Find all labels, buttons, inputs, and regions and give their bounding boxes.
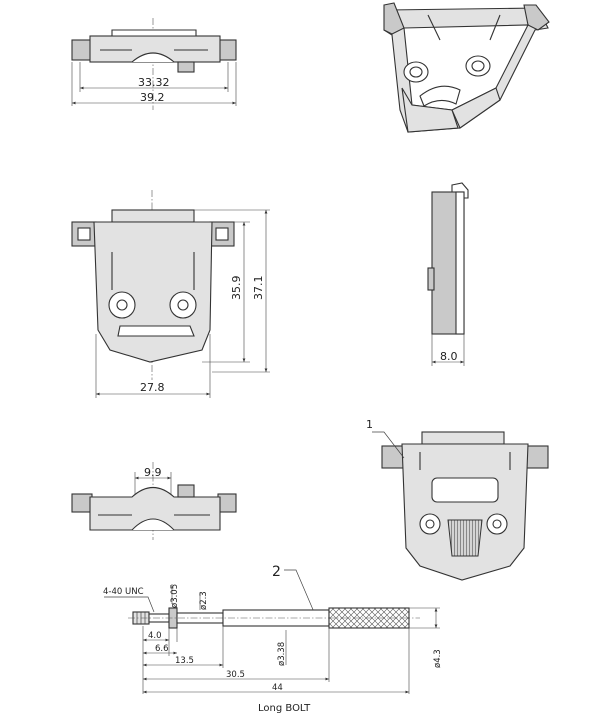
bolt-len-thread: 4.0: [148, 631, 162, 641]
bolt-len-overall: 44: [272, 683, 283, 693]
front-view: 35.9 37.1 27.8: [71, 190, 270, 398]
bolt-caption: Long BOLT: [258, 703, 311, 714]
bolt-dia-neck: ø2.3: [199, 591, 209, 610]
bolt-thread-label: 4-40 UNC: [103, 587, 144, 597]
bolt-dia-grip: ø4.3: [433, 649, 443, 668]
bolt-part-label: 2: [272, 564, 281, 580]
bolt-dia-collar: ø3.05: [170, 584, 180, 608]
front-dim-height-inner: 35.9: [230, 276, 243, 301]
side-view: 8.0: [427, 182, 469, 366]
assembly-part-label: 1: [366, 418, 373, 431]
side-dim-depth: 8.0: [440, 350, 458, 363]
bolt-len-shank: 30.5: [226, 670, 245, 680]
front-dim-width: 27.8: [140, 381, 165, 394]
bottom-dim-slot-width: 9.9: [144, 466, 162, 479]
top-dim-overall-width: 39.2: [140, 91, 165, 104]
bolt-view: 2 4-40 UNC ø3.05 ø2.3 ø3.38 ø4.3: [103, 564, 443, 714]
bolt-len-collar: 6.6: [155, 644, 169, 654]
top-view: 33.32 39.2: [71, 18, 237, 110]
front-dim-height-overall: 37.1: [252, 276, 265, 301]
isometric-view: [383, 2, 550, 133]
bottom-view: 9.9: [71, 462, 237, 540]
bolt-len-neck: 13.5: [175, 656, 194, 666]
assembly-view: 1: [366, 418, 549, 581]
top-dim-inner-width: 33.32: [138, 76, 170, 89]
bolt-dia-shank: ø3.38: [277, 642, 287, 666]
